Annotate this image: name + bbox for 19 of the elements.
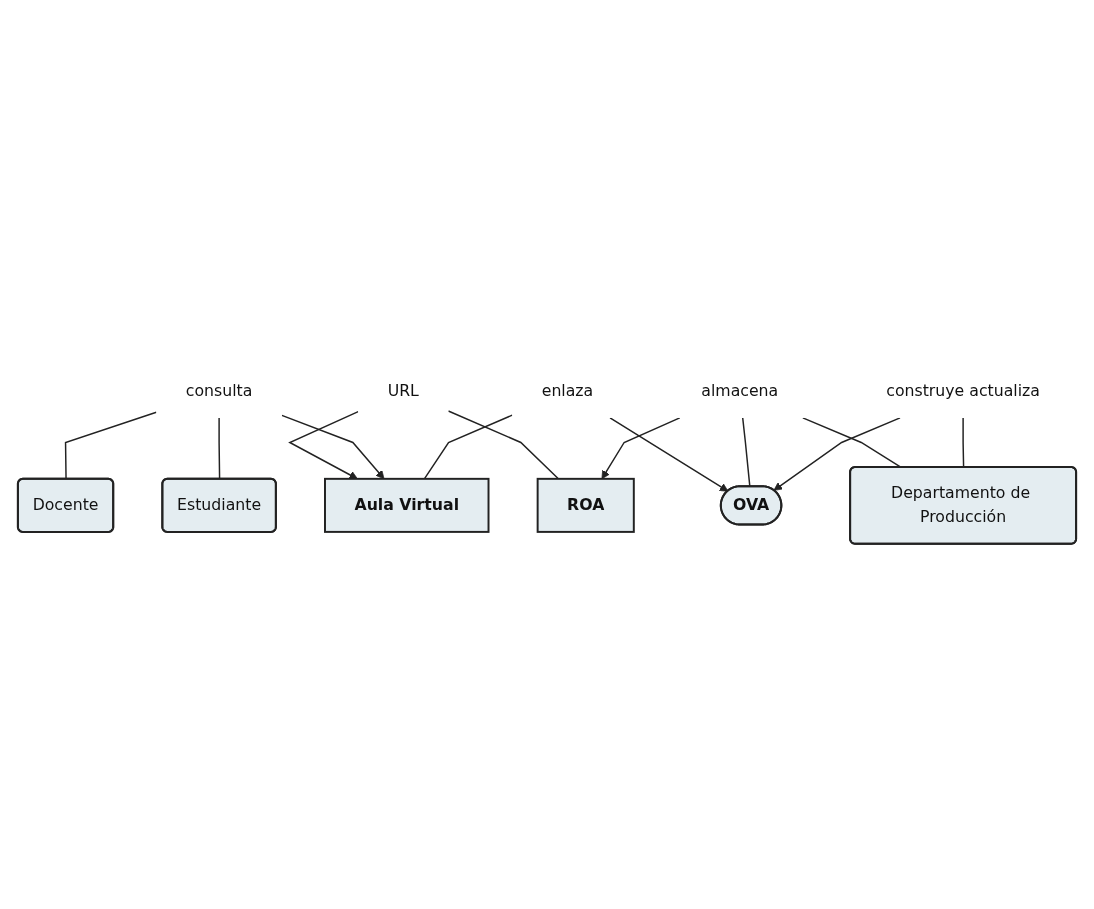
node-box: ROA [536, 478, 635, 534]
connector [962, 417, 965, 469]
arrow [288, 411, 359, 480]
connector [64, 411, 158, 481]
node-text: enlaza [541, 381, 594, 401]
arrow [609, 417, 729, 492]
connector [741, 417, 751, 488]
connector [802, 417, 903, 469]
connector [218, 417, 221, 481]
node-text: construye actualiza [886, 381, 1040, 401]
node-box: Aula Virtual [324, 478, 490, 534]
node-text: URL [387, 381, 419, 401]
node-text: consulta [185, 381, 253, 401]
arrow [773, 417, 901, 491]
arrow [601, 417, 681, 480]
arrow [281, 414, 385, 480]
connector [447, 410, 560, 480]
connector [423, 414, 513, 480]
node-text: almacena [701, 381, 779, 401]
